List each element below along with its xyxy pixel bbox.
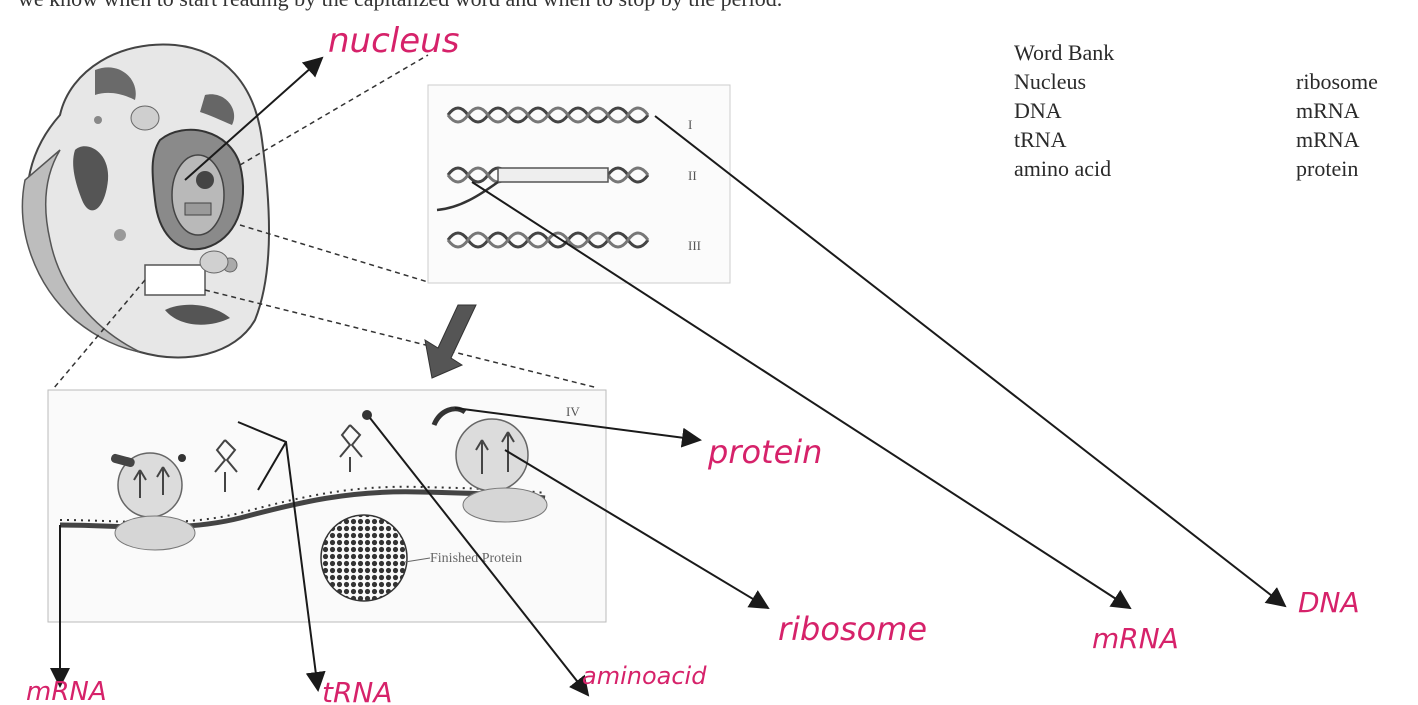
roman-label-iii: III (688, 238, 701, 253)
translation-panel: IV Finished Protein (48, 390, 606, 622)
roman-label-iv: IV (566, 404, 580, 419)
cell-illustration (22, 44, 269, 357)
finished-protein-blob (321, 515, 407, 601)
handwritten-nucleus: nucleus (328, 21, 459, 61)
handwritten-ribosome: ribosome (778, 610, 927, 648)
roman-label-i: I (688, 117, 692, 132)
handwritten-trna: tRNA (322, 676, 393, 705)
nucleus-shape (153, 130, 244, 249)
ribosome-region-box (145, 265, 205, 295)
handwritten-dna: DNA (1298, 586, 1360, 619)
handwritten-aminoacid: aminoacid (582, 662, 707, 690)
handwritten-mrna-left: mRNA (26, 677, 107, 705)
handwritten-protein: protein (707, 433, 822, 471)
transition-arrow-icon (425, 305, 476, 378)
handwritten-mrna-right: mRNA (1092, 622, 1179, 655)
roman-label-ii: II (688, 168, 697, 183)
